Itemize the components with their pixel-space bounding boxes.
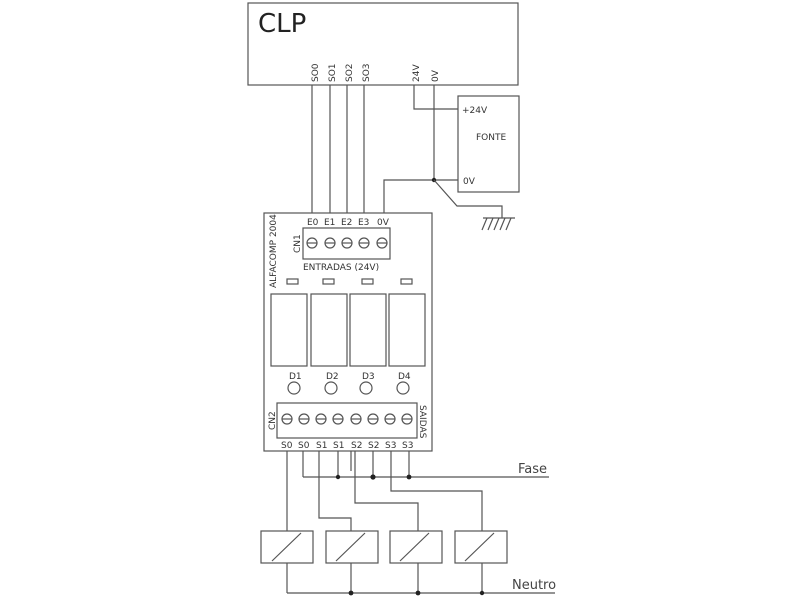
input-pin-label: E1	[324, 218, 335, 228]
relay-3	[349, 293, 387, 367]
junction-dot	[479, 590, 485, 596]
plc-output-label: SO3	[362, 63, 372, 82]
led-label: D1	[289, 372, 302, 382]
input-pin-label: 0V	[377, 218, 390, 228]
output-pin-label: S3	[402, 441, 413, 451]
junction-dot	[348, 590, 354, 596]
led-indicators	[287, 381, 410, 395]
ground-icon	[481, 217, 515, 231]
relays	[270, 293, 426, 367]
junction-dot	[370, 474, 376, 480]
load-1	[260, 530, 314, 564]
output-wires	[286, 451, 555, 596]
relay-indicators	[286, 278, 413, 285]
loads	[260, 530, 508, 564]
junction-dot	[406, 474, 412, 480]
supply-positive-label: +24V	[462, 106, 488, 116]
input-pin-label: E2	[341, 218, 352, 228]
led-label: D4	[398, 372, 411, 382]
load-2	[325, 530, 379, 564]
output-pin-label: S3	[385, 441, 396, 451]
power-supply-box	[457, 95, 520, 193]
supply-negative-label: 0V	[463, 177, 476, 187]
output-terminals	[281, 413, 413, 425]
plc-output-label: SO2	[345, 63, 355, 82]
wire-24v	[413, 85, 462, 110]
led-label: D3	[362, 372, 375, 382]
relay-board: ALFACOMP 2004 E0 E1 E2 E3 0V CN1 ENTRADA…	[263, 212, 433, 452]
output-pin-label: S2	[368, 441, 379, 451]
load-3	[389, 530, 443, 564]
outputs-side-label: SAIDAS	[417, 405, 427, 439]
output-connector-cn2	[276, 402, 418, 439]
output-pin-label: S0	[281, 441, 293, 451]
power-supply-block: +24V FONTE 0V	[457, 95, 520, 193]
cn2-label: CN2	[268, 411, 278, 430]
ground-wire	[433, 179, 503, 218]
output-pin-label: S1	[316, 441, 327, 451]
phase-label: Fase	[518, 462, 547, 477]
plc-supply-label: 0V	[431, 69, 441, 82]
junction-dot	[335, 474, 341, 480]
input-wires	[311, 85, 503, 222]
led-label: D2	[326, 372, 339, 382]
inputs-caption: ENTRADAS (24V)	[303, 263, 379, 273]
output-pin-label: S1	[333, 441, 344, 451]
plc-block: CLP SO0 SO1 SO2 SO3 24V 0V	[247, 2, 519, 86]
input-terminals	[306, 237, 388, 249]
input-pin-label: E3	[358, 218, 369, 228]
plc-title: CLP	[258, 9, 306, 39]
plc-output-label: SO0	[311, 63, 321, 82]
junction-dot	[415, 590, 421, 596]
relay-2	[310, 293, 348, 367]
board-brand: ALFACOMP 2004	[269, 214, 279, 288]
cn1-label: CN1	[293, 234, 303, 253]
plc-output-label: SO1	[328, 63, 338, 82]
input-pin-label: E0	[307, 218, 319, 228]
output-pin-label: S2	[351, 441, 362, 451]
plc-supply-label: 24V	[412, 64, 422, 82]
load-4	[454, 530, 508, 564]
relay-4	[388, 293, 426, 367]
neutral-label: Neutro	[512, 578, 556, 593]
output-pin-label: S0	[298, 441, 310, 451]
plc-box	[247, 2, 519, 86]
supply-title: FONTE	[476, 133, 506, 143]
relay-1	[270, 293, 308, 367]
